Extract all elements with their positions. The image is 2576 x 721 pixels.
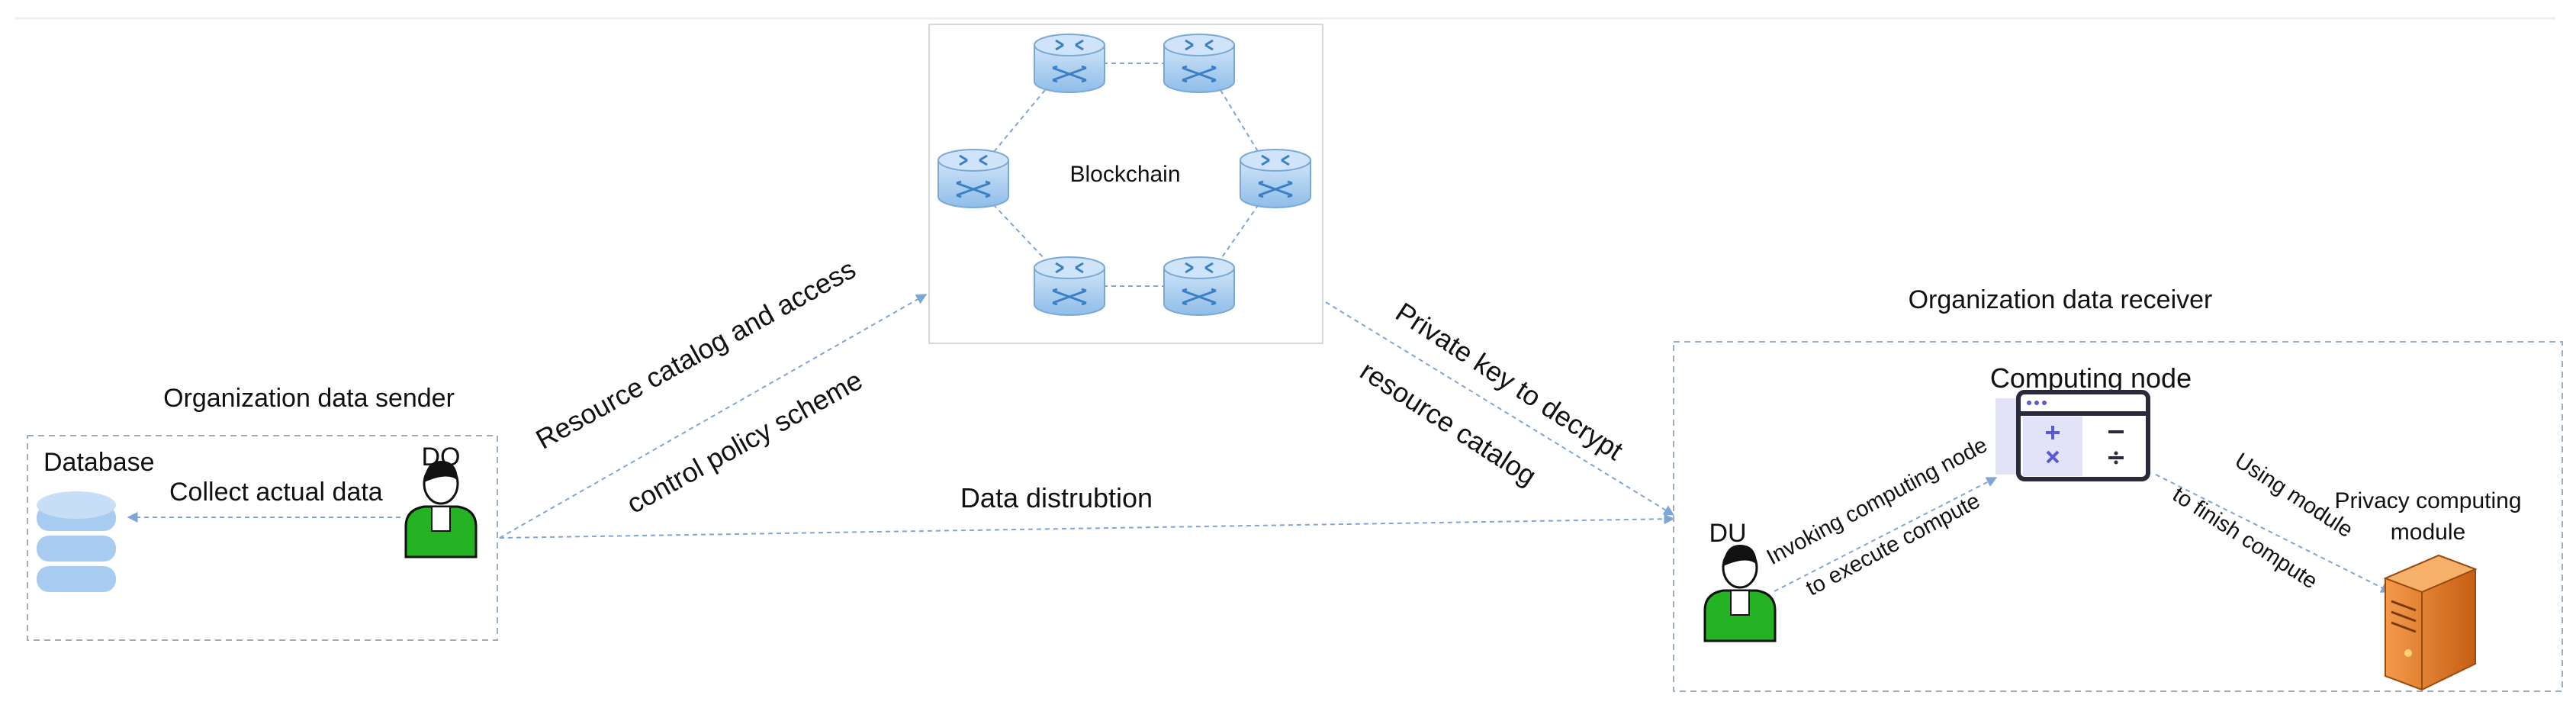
router-icon [1033,33,1106,94]
distribution-arrow [499,513,1675,539]
sender-box [27,435,498,641]
receiver-title: Organization data receiver [1909,285,2213,314]
distribution-label: Data distrubtion [960,482,1153,513]
server-icon [2383,554,2478,691]
collect-label: Collect actual data [169,478,383,507]
privacy-label-line1: Privacy computing [2334,488,2521,513]
router-icon [1239,148,1312,209]
privacy-label-line2: module [2391,520,2465,545]
resource-arrow [499,294,928,539]
private-key-label-line1: Private key to decrypt [1390,296,1629,466]
database-icon [37,491,116,592]
router-icon [1033,256,1106,317]
du-label: DU [1709,519,1746,548]
database-label: Database [43,448,155,477]
sender-title: Organization data sender [163,384,455,413]
router-icon [937,148,1010,209]
do-user-icon [404,459,478,558]
using-module-arrow [2155,474,2392,593]
computing-node-label: Computing node [1990,362,2192,394]
du-user-icon [1703,543,1777,642]
receiver-box [1673,341,2563,692]
private-key-arrow [1325,301,1675,516]
resource-label-line1: Resource catalog and access [530,253,860,455]
blockchain-label: Blockchain [1069,162,1180,187]
router-icon [1163,256,1236,317]
router-icon [1163,33,1236,94]
calculator-icon [1996,390,2150,481]
